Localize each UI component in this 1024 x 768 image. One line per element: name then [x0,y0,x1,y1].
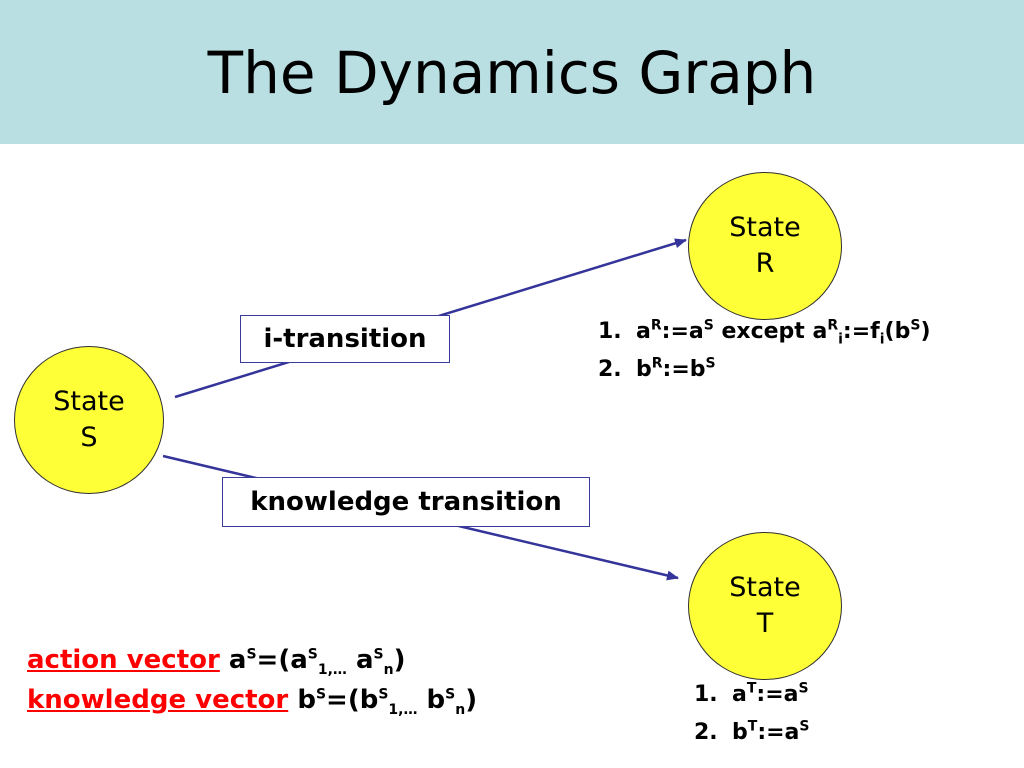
rule-text: :=a [757,720,800,745]
state-t-letter: T [756,608,774,639]
rule-item: 2. bR:=bS [598,351,931,389]
rule-subscript: i [879,331,885,348]
vector-text: b [417,685,446,715]
knowledge-vector-term: knowledge vector [27,685,289,715]
rule-superscript: R [650,317,662,334]
rule-superscript: S [703,317,714,334]
state-t-node: State T [688,532,842,680]
rule-number: 2. [598,357,622,382]
rule-text: b [636,357,652,382]
rule-text: except a [713,319,828,344]
rule-text: b [732,720,748,745]
rule-text: :=b [662,357,706,382]
vector-text: =(b [326,685,379,715]
rule-text: (b [884,319,911,344]
state-r-rules: 1.aR:=aS except aRi:=fi(bS) 2.bR:=bS [598,313,931,389]
slide-title: The Dynamics Graph [207,39,817,107]
vector-superscript: S [307,646,318,663]
state-t-rules: 1.aT:=aS 2.bT:=aS [694,676,809,752]
vector-superscript: S [445,686,456,703]
rule-superscript: S [910,317,921,334]
rule-item: 1. aT:=aS [694,676,809,714]
state-s-letter: S [80,422,98,453]
vector-superscript: S [373,646,384,663]
state-s-node: State S [14,346,164,494]
vector-text: b [297,685,316,715]
title-band [0,0,1024,144]
vector-superscript: S [378,686,389,703]
rule-subscript: i [838,331,843,348]
action-vector-definition: action vector aS=(aS1,… aSn) [27,643,405,677]
action-vector-term: action vector [27,645,220,675]
vector-text: ) [465,685,478,715]
state-t-word: State [729,572,801,603]
rule-item: 1.aR:=aS except aRi:=fi(bS) [598,313,931,351]
vector-subscript: 1,… [388,702,418,719]
state-r-node: State R [688,172,842,320]
vector-text: ) [393,645,406,675]
rule-number: 1. [694,682,718,707]
vector-subscript: 1,… [317,662,347,679]
state-s-word: State [53,386,125,417]
rule-superscript: T [746,680,757,697]
rule-text: :=f [842,319,880,344]
vector-text: a [228,645,247,675]
rule-superscript: R [651,355,663,372]
rule-superscript: R [827,317,839,334]
rule-text: a [732,682,747,707]
rule-superscript: S [705,355,716,372]
vector-text: a [346,645,374,675]
vector-subscript: n [383,662,394,679]
vector-subscript: n [455,702,466,719]
rule-text: ) [920,319,931,344]
rule-text: :=a [661,319,704,344]
vector-text: =(a [256,645,308,675]
rule-text: a [636,319,651,344]
rule-superscript: S [798,680,809,697]
rule-number: 1. [598,319,622,344]
vector-superscript: S [246,646,257,663]
rule-superscript: S [799,718,810,735]
knowledge-transition-label: knowledge transition [222,477,590,527]
i-transition-label: i-transition [240,315,450,363]
rule-number: 2. [694,720,718,745]
vector-superscript: S [315,686,327,703]
rule-item: 2. bT:=aS [694,714,809,752]
rule-text: :=a [756,682,799,707]
rule-superscript: T [747,718,758,735]
state-r-letter: R [755,248,775,279]
knowledge-vector-definition: knowledge vector bS=(bS1,… bSn) [27,683,477,717]
state-r-word: State [729,212,801,243]
